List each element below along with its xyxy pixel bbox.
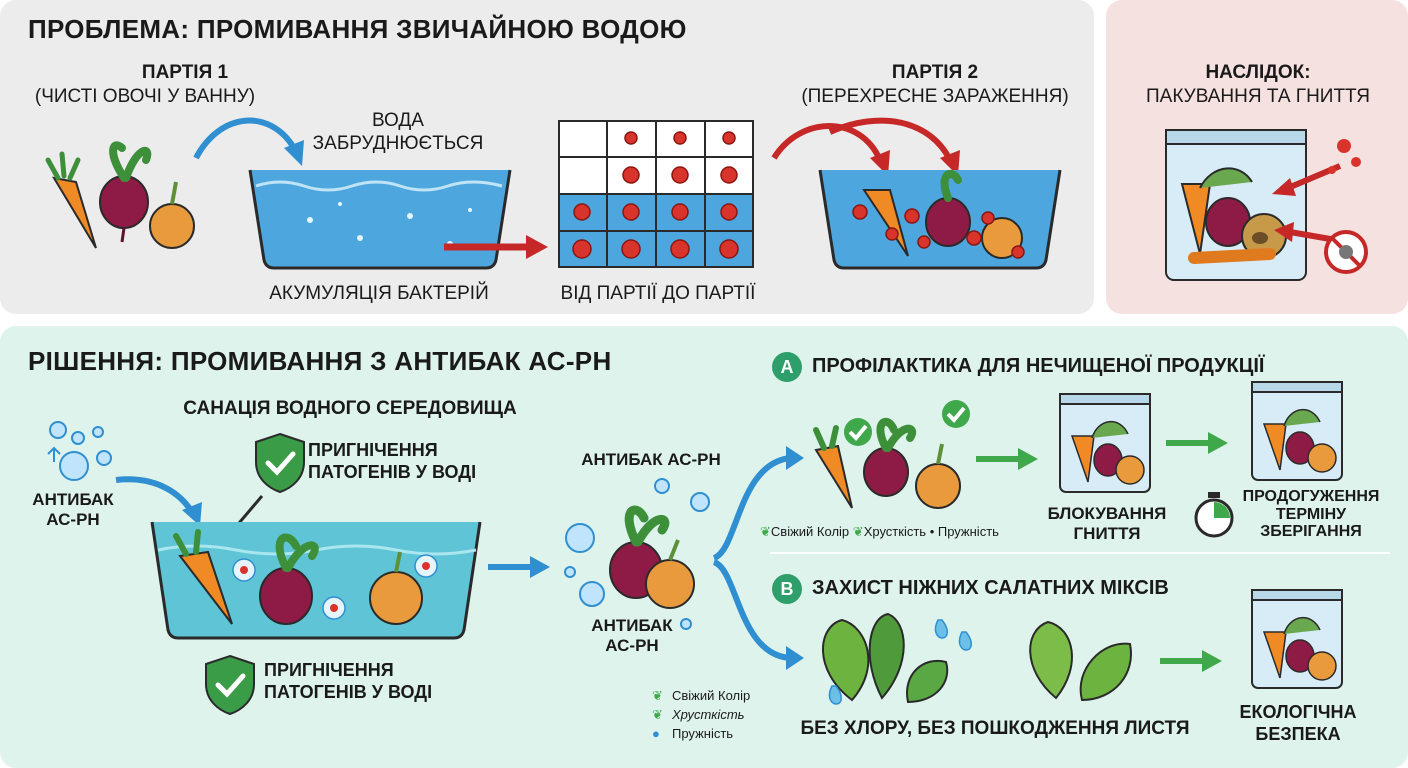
- legend-item-elastic: ● Пружність: [652, 726, 734, 741]
- leaf-icon: ❦: [652, 687, 663, 703]
- batch1-subtitle: (ЧИСТІ ОВОЧІ У ВАННУ): [34, 86, 256, 107]
- antibac-left-label: АНТИБАК АС-РН: [32, 490, 114, 530]
- suppression-top-label: ПРИГНІЧЕННЯ ПАТОГЕНІВ У ВОДІ: [308, 440, 477, 482]
- arrow-dose-into-tub: [115, 476, 202, 526]
- branch-a-qualities: ❦Свіжий Колір ❦Хрусткість • Пружність: [760, 524, 999, 539]
- legend-item-color: ❦ Свіжий Колір: [652, 687, 751, 704]
- package-icon-a2: [1251, 381, 1343, 481]
- branch-a-vegetables: [813, 400, 970, 509]
- package-icon-b: [1251, 589, 1343, 689]
- problem-title: ПРОБЛЕМА: ПРОМИВАННЯ ЗВИЧАЙНОЮ ВОДОЮ: [28, 14, 687, 44]
- arrow-to-tub: [193, 117, 304, 166]
- legend-item-crisp: ❦ Хрусткість: [652, 706, 745, 723]
- arrow-to-package-a2: [1166, 432, 1228, 454]
- arrow-to-grid: [444, 235, 548, 259]
- batch1-vegetables: [45, 141, 195, 249]
- antibac-mid-top-label: АНТИБАК АС-РН: [581, 450, 721, 469]
- leaf-icon: ❦: [652, 706, 663, 722]
- washed-vegetables: [564, 478, 710, 630]
- consequence-subtitle: ПАКУВАННЯ ТА ГНИТТЯ: [1146, 86, 1370, 107]
- antibac-tub: [150, 521, 482, 640]
- bacteria-icons: [572, 131, 739, 259]
- shield-check-icon-bottom: [205, 654, 255, 716]
- batch2-subtitle: (ПЕРЕХРЕСНЕ ЗАРАЖЕННЯ): [801, 86, 1069, 107]
- sanitation-label: САНАЦІЯ ВОДНОГО СЕРЕДОВИЩА: [183, 398, 517, 419]
- onion-icon: [149, 181, 195, 249]
- bacteria-accumulation-label: АКУМУЛЯЦІЯ БАКТЕРІЙ: [269, 283, 489, 304]
- carrot-icon: [45, 151, 97, 249]
- branch-a-badge: A: [772, 352, 802, 382]
- shelf-life-label: ПРОДОГУЖЕННЯ ТЕРМІНУ ЗБЕРІГАННЯ: [1242, 488, 1380, 541]
- benefits-legend: ❦ Свіжий Колір ❦ Хрусткість ● Пружність: [652, 686, 792, 743]
- timer-icon: [1194, 492, 1234, 538]
- water-dirty-label: ВОДА ЗАБРУДНЮЄТЬСЯ: [312, 110, 484, 154]
- branch-b-badge: B: [772, 574, 802, 604]
- cross-contamination-arrows: [771, 117, 960, 176]
- beet-icon: [99, 141, 152, 243]
- shield-check-icon: [255, 432, 305, 494]
- antibac-bubbles-left: [47, 421, 112, 481]
- rotting-package: [1165, 129, 1368, 281]
- bacteria-grid: [558, 120, 754, 268]
- droplet-icon: ●: [652, 726, 660, 741]
- branch-b-title: ЗАХИСТ НІЖНИХ САЛАТНИХ МІКСІВ: [812, 577, 1169, 599]
- branch-arrows: [712, 446, 804, 670]
- no-chlorine-label: БЕЗ ХЛОРУ, БЕЗ ПОШКОДЖЕННЯ ЛИСТЯ: [800, 718, 1190, 739]
- batch2-title: ПАРТІЯ 2: [891, 62, 979, 83]
- solution-title: РІШЕННЯ: ПРОМИВАННЯ З АНТИБАК АС-РН: [28, 346, 612, 376]
- suppression-bottom-label: ПРИГНІЧЕННЯ ПАТОГЕНІВ У ВОДІ: [264, 660, 433, 702]
- branch-divider: [770, 552, 1390, 554]
- leaf-icon: ❦: [760, 524, 771, 539]
- arrow-to-package-a: [976, 448, 1038, 470]
- branch-a-title: ПРОФІЛАКТИКА ДЛЯ НЕЧИЩЕНОЇ ПРОДУКЦІЇ: [812, 355, 1265, 377]
- consequence-title: НАСЛІДОК:: [1205, 62, 1311, 83]
- arrow-to-washed: [488, 556, 550, 578]
- block-rot-label: БЛОКУВАННЯ ГНИТТЯ: [1047, 504, 1167, 544]
- arrow-to-package-b: [1160, 650, 1222, 672]
- package-icon-a1: [1059, 393, 1151, 493]
- leaf-icon: ❦: [852, 524, 864, 539]
- eco-safety-label: ЕКОЛОГІЧНА БЕЗПЕКА: [1239, 702, 1357, 744]
- contaminated-tub: [818, 169, 1062, 270]
- salad-leaves: [822, 612, 1132, 705]
- batch1-title: ПАРТІЯ 1: [141, 62, 229, 83]
- batch-to-batch-label: ВІД ПАРТІЇ ДО ПАРТІЇ: [560, 283, 756, 304]
- antibac-mid-bottom-label: АНТИБАК АС-РН: [591, 616, 673, 656]
